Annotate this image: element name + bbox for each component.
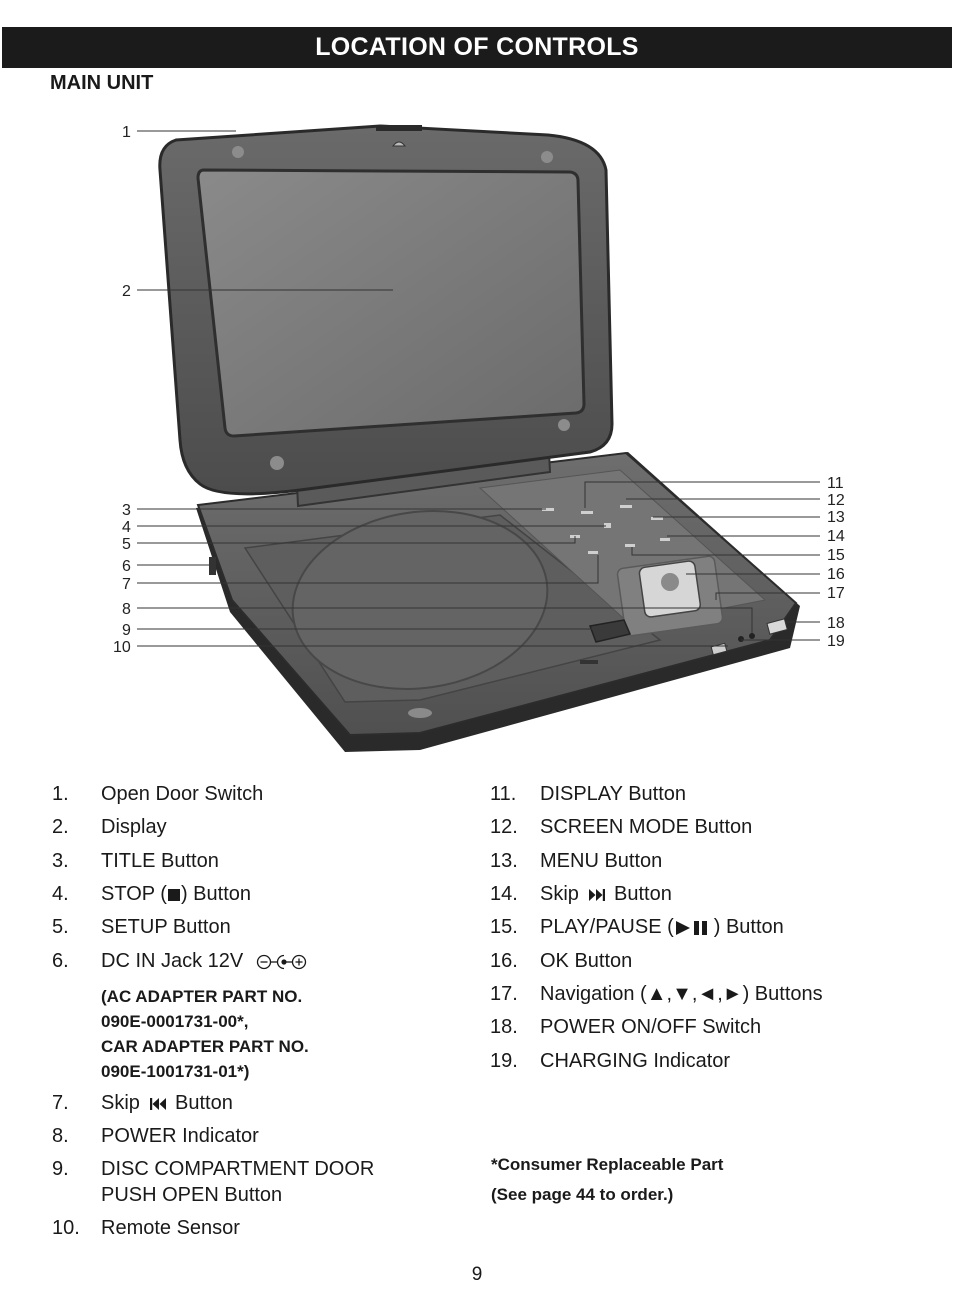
callout-1: 1 [122, 124, 131, 141]
adapter-part-note: (AC ADAPTER PART NO. 090E-0001731-00*, C… [101, 987, 309, 1081]
callout-10: 10 [113, 639, 131, 656]
callout-4: 4 [122, 519, 131, 536]
skip-forward-icon [589, 888, 606, 901]
callout-19: 19 [827, 633, 845, 650]
main-unit-diagram: 1 2 3 4 5 6 7 8 9 10 11 12 13 14 15 16 1… [113, 124, 845, 752]
page-title: LOCATION OF CONTROLS [315, 33, 639, 61]
callout-leader-lines [137, 130, 820, 647]
callout-numbers: 1 2 3 4 5 6 7 8 9 10 11 12 13 14 15 16 1… [113, 124, 845, 656]
callout-17: 17 [827, 585, 845, 602]
callout-5: 5 [122, 536, 131, 553]
callout-18: 18 [827, 615, 845, 632]
page-title-bar: LOCATION OF CONTROLS [2, 27, 952, 68]
callout-6: 6 [122, 558, 131, 575]
callout-14: 14 [827, 528, 845, 545]
consumer-replaceable-note: *Consumer Replaceable Part (See page 44 … [491, 1155, 724, 1204]
dc-polarity-icon [256, 954, 306, 969]
section-heading: MAIN UNIT [50, 72, 154, 94]
page-number: 9 [471, 1264, 483, 1285]
player-base [196, 451, 800, 752]
callout-8: 8 [122, 601, 131, 618]
navigation-arrows-icon: ▲,▼,◄,► [646, 983, 743, 1005]
callout-9: 9 [122, 622, 131, 639]
callout-7: 7 [122, 576, 131, 593]
callout-13: 13 [827, 509, 845, 526]
play-pause-icon [675, 920, 707, 935]
stop-square-icon [167, 888, 180, 901]
callout-12: 12 [827, 492, 845, 509]
callout-2: 2 [122, 283, 131, 300]
callout-3: 3 [122, 502, 131, 519]
player-lid [158, 124, 614, 496]
skip-back-icon [150, 1097, 167, 1110]
callout-16: 16 [827, 566, 845, 583]
callout-11: 11 [827, 475, 844, 492]
callout-15: 15 [827, 547, 845, 564]
display-screen [196, 168, 586, 438]
